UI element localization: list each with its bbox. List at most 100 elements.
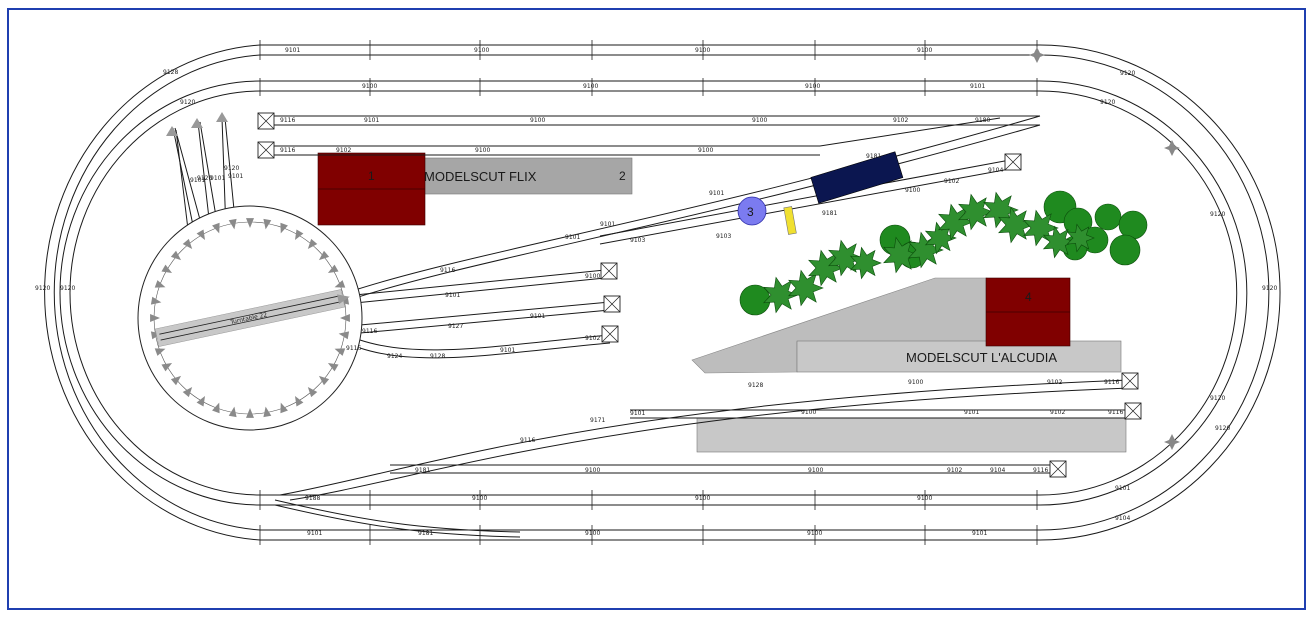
part-number-label: 9101 bbox=[530, 313, 545, 320]
signal-yellow[interactable] bbox=[783, 206, 797, 235]
part-number-label: 9100 bbox=[583, 83, 598, 90]
part-number-label: 9101 bbox=[964, 409, 979, 416]
turntable-stub bbox=[170, 375, 182, 386]
part-number-label: 9120 bbox=[35, 285, 50, 292]
turntable-stub bbox=[182, 238, 193, 250]
turntable-stub bbox=[246, 408, 254, 418]
turntable-stub bbox=[212, 402, 220, 414]
turnout-motor[interactable] bbox=[1029, 47, 1045, 63]
spur-end-arrow bbox=[216, 112, 228, 122]
part-number-label: 9128 bbox=[748, 382, 763, 389]
track-segment[interactable] bbox=[359, 334, 611, 351]
alcudia-station-label: MODELSCUT L'ALCUDIA bbox=[906, 350, 1057, 365]
track-segment[interactable] bbox=[599, 167, 1016, 245]
part-number-label: 9116 bbox=[280, 117, 295, 124]
turntable-stub bbox=[150, 314, 160, 322]
part-number-label: 9100 bbox=[905, 187, 920, 194]
locomotive[interactable] bbox=[810, 151, 904, 204]
tree bbox=[1118, 210, 1148, 240]
marker-3-label: 3 bbox=[747, 205, 754, 219]
track-segment[interactable] bbox=[354, 277, 606, 304]
turntable-spur[interactable] bbox=[172, 127, 197, 241]
turntable-stub bbox=[307, 238, 318, 250]
buffer-stop[interactable] bbox=[1049, 460, 1067, 478]
part-number-label: 9101 bbox=[1115, 485, 1130, 492]
part-number-label: 9101 bbox=[307, 530, 322, 537]
part-number-label: 9128 bbox=[430, 353, 445, 360]
part-number-label: 9100 bbox=[585, 467, 600, 474]
turntable-stub bbox=[327, 264, 339, 273]
part-number-label: 9102 bbox=[947, 467, 962, 474]
tree bbox=[849, 246, 882, 280]
spur-end-arrow bbox=[166, 126, 178, 136]
turntable-stub bbox=[280, 402, 288, 414]
marker-3[interactable] bbox=[737, 196, 767, 226]
turntable-bridge-rail-1 bbox=[159, 295, 340, 335]
turntable-stub bbox=[154, 348, 166, 356]
buffer-stop[interactable] bbox=[603, 295, 621, 313]
track-segment[interactable] bbox=[354, 269, 606, 296]
part-number-label: 9102 bbox=[1050, 409, 1065, 416]
part-number-label: 9100 bbox=[807, 530, 822, 537]
buffer-stop[interactable] bbox=[1004, 153, 1022, 171]
turntable-stub bbox=[263, 218, 272, 230]
track-segment[interactable] bbox=[599, 159, 1011, 237]
turntable-stub bbox=[161, 363, 173, 372]
buffer-stop[interactable] bbox=[600, 262, 618, 280]
turntable-stub bbox=[327, 363, 339, 372]
part-number-label: 9100 bbox=[695, 495, 710, 502]
track-segment[interactable] bbox=[44, 44, 1281, 541]
track-segment[interactable] bbox=[289, 387, 1131, 501]
part-number-label: 9101 bbox=[709, 190, 724, 197]
part-number-label: 9120 bbox=[197, 175, 212, 182]
track-segment[interactable] bbox=[359, 342, 611, 359]
buffer-stop[interactable] bbox=[257, 141, 275, 159]
turntable-stub bbox=[196, 229, 205, 241]
turnout-motor[interactable] bbox=[1164, 434, 1180, 450]
buffer-stop[interactable] bbox=[257, 112, 275, 130]
buffer-stop[interactable] bbox=[601, 325, 619, 343]
track-segment[interactable] bbox=[266, 117, 1001, 147]
part-number-label: 9181 bbox=[822, 210, 837, 217]
track-segment[interactable] bbox=[354, 115, 1041, 291]
buffer-stop[interactable] bbox=[1121, 372, 1139, 390]
turntable-stub bbox=[318, 250, 330, 261]
tree bbox=[1066, 223, 1095, 253]
turntable-stub bbox=[196, 395, 205, 407]
turntable-stub bbox=[212, 222, 220, 234]
part-number-label: 9100 bbox=[585, 273, 600, 280]
track-segment[interactable] bbox=[274, 504, 521, 538]
track-segment[interactable] bbox=[53, 54, 1270, 531]
part-number-label: 9100 bbox=[698, 147, 713, 154]
part-number-label: 9101 bbox=[190, 177, 205, 184]
track-segment[interactable] bbox=[279, 379, 1131, 496]
part-number-label: 9100 bbox=[475, 147, 490, 154]
flix-platform[interactable] bbox=[419, 157, 633, 195]
tree bbox=[808, 249, 844, 287]
part-number-label: 9100 bbox=[472, 495, 487, 502]
part-number-label: 9102 bbox=[336, 147, 351, 154]
track-segment[interactable] bbox=[69, 90, 1238, 496]
track-segment[interactable] bbox=[359, 309, 611, 334]
part-number-label: 9101 bbox=[565, 234, 580, 241]
track-segment[interactable] bbox=[274, 499, 521, 533]
track-segment[interactable] bbox=[359, 301, 611, 326]
turntable-stub bbox=[263, 406, 272, 418]
freight-platform[interactable] bbox=[696, 417, 1127, 453]
turntable-stub bbox=[334, 348, 346, 356]
part-number-label: 9101 bbox=[210, 175, 225, 182]
part-number-label: 9181 bbox=[418, 530, 433, 537]
tree bbox=[1109, 234, 1141, 266]
turnout-motor[interactable] bbox=[1164, 140, 1180, 156]
part-number-label: 9120 bbox=[60, 285, 75, 292]
part-number-label: 9180 bbox=[975, 117, 990, 124]
part-number-label: 9101 bbox=[600, 221, 615, 228]
turntable-stub bbox=[318, 375, 330, 386]
tree bbox=[1042, 225, 1075, 259]
turntable[interactable]: Turntable 22 bbox=[137, 205, 363, 431]
part-number-label: 9100 bbox=[585, 530, 600, 537]
part-number-label: 9100 bbox=[917, 495, 932, 502]
buffer-stop[interactable] bbox=[1124, 402, 1142, 420]
track-segment[interactable] bbox=[59, 80, 1248, 506]
part-number-label: 9116 bbox=[520, 437, 535, 444]
